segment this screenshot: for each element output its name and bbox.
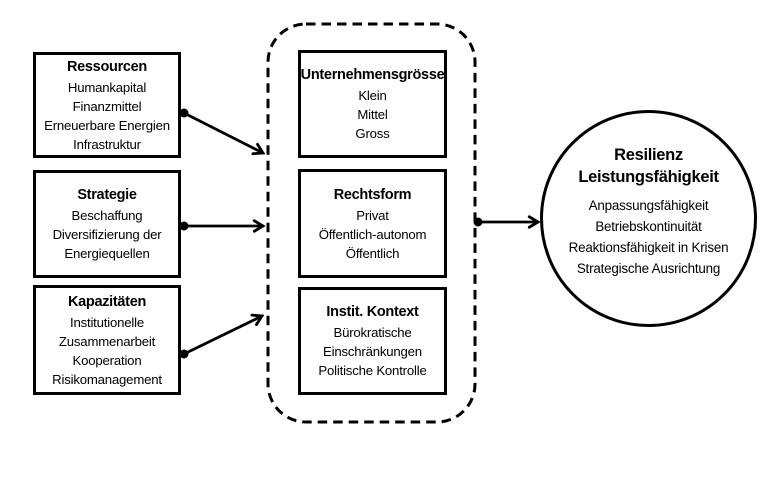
node-instit-kontext: Instit. Kontext Bürokratische Einschränk… <box>298 287 447 395</box>
arrow-ressourcen-to-group <box>183 111 263 153</box>
node-rechtsform-title: Rechtsform <box>333 186 412 203</box>
node-instit-kontext-title: Instit. Kontext <box>326 304 419 320</box>
node-rechtsform-item: Öffentlich <box>345 245 400 261</box>
node-resilienz-title: Resilienz Leistungsfähigkeit <box>578 146 719 186</box>
node-kapazitaeten-item: Risikomanagement <box>52 371 162 387</box>
node-strategie-item: Diversifizierung der Energiequellen <box>52 227 162 261</box>
node-ressourcen-item: Infrastruktur <box>73 136 141 152</box>
node-strategie-title: Strategie <box>77 187 137 203</box>
node-kapazitaeten-item: Kooperation <box>72 352 142 368</box>
node-unternehmensgroesse-title: Unternehmensgrösse <box>300 67 445 83</box>
node-kapazitaeten-title: Kapazitäten <box>67 293 147 310</box>
node-rechtsform-item: Öffentlich-autonom <box>318 226 427 242</box>
node-strategie: Strategie Beschaffung Diversifizierung d… <box>33 170 181 278</box>
node-unternehmensgroesse-item: Klein <box>358 88 387 103</box>
arrow-kapazitaeten-to-group <box>183 316 262 356</box>
node-resilienz-circle: Resilienz Leistungsfähigkeit Anpassungsf… <box>540 110 757 327</box>
node-kapazitaeten-item: Institutionelle Zusammenarbeit <box>58 314 156 349</box>
node-ressourcen-item: Humankapital <box>67 79 147 95</box>
node-rechtsform: Rechtsform Privat Öffentlich-autonom Öff… <box>298 169 447 278</box>
node-unternehmensgroesse: Unternehmensgrösse Klein Mittel Gross <box>298 50 447 158</box>
node-resilienz-item: Betriebskontinuität <box>595 219 702 234</box>
connector-dot-group <box>473 217 483 227</box>
node-kapazitaeten: Kapazitäten Institutionelle Zusammenarbe… <box>33 285 181 395</box>
node-ressourcen: Ressourcen Humankapital Finanzmittel Ern… <box>33 52 181 158</box>
node-ressourcen-item: Finanzmittel <box>72 98 142 114</box>
node-strategie-item: Beschaffung <box>71 208 143 223</box>
node-resilienz-item: Reaktionsfähigkeit in Krisen <box>568 240 729 255</box>
node-unternehmensgroesse-item: Gross <box>355 126 390 141</box>
node-rechtsform-item: Privat <box>356 207 389 223</box>
node-instit-kontext-item: Bürokratische Einschränkungen <box>323 325 422 359</box>
node-unternehmensgroesse-item: Mittel <box>357 107 388 122</box>
node-ressourcen-item: Erneuerbare Energien <box>44 117 170 133</box>
node-resilienz-item: Strategische Ausrichtung <box>576 261 721 276</box>
node-ressourcen-title: Ressourcen <box>66 58 147 75</box>
node-resilienz-item: Anpassungsfähigkeit <box>588 198 709 213</box>
node-instit-kontext-item: Politische Kontrolle <box>318 363 427 378</box>
